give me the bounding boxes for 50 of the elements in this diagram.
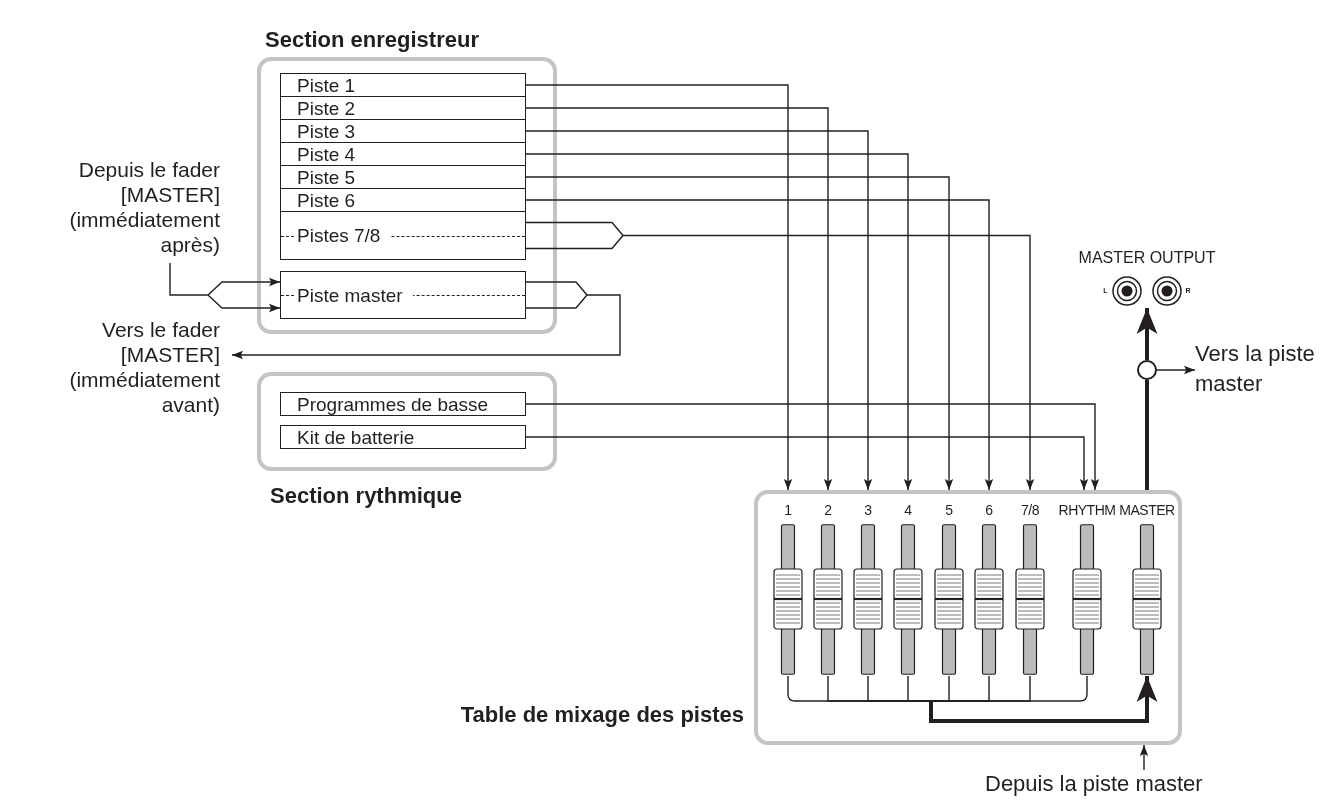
- track-label: Piste 2: [297, 97, 356, 119]
- channel-label: 5: [945, 501, 953, 519]
- track-box: [280, 142, 526, 166]
- arrow: [1156, 365, 1196, 375]
- arrow: [525, 436, 1089, 491]
- track-label: Piste 6: [297, 189, 356, 211]
- arrow: [525, 403, 1100, 491]
- track-box: [280, 96, 526, 120]
- signal-line: [907, 675, 932, 702]
- track-box: [280, 73, 526, 97]
- track-label: Kit de batterie: [297, 426, 415, 448]
- section-heading: Section enregistreur: [265, 27, 479, 53]
- signal-line: [1145, 380, 1149, 490]
- channel-label: 2: [824, 501, 832, 519]
- annotation-text: Vers le fader [MASTER] (immédiatement avant): [40, 317, 232, 417]
- arrow: [525, 153, 913, 491]
- track-box: [280, 211, 526, 260]
- channel-label: MASTER: [1119, 501, 1175, 519]
- output-label: MASTER OUTPUT: [1078, 248, 1216, 268]
- annotation-text: Depuis le fader [MASTER] (immédiatement après): [40, 157, 220, 263]
- arrow: [525, 107, 833, 491]
- track-label: Piste 5: [297, 166, 356, 188]
- channel-label: 6: [985, 501, 993, 519]
- channel-label: RHYTHM: [1058, 501, 1116, 519]
- track-box: [280, 165, 526, 189]
- signal-line: [930, 675, 1088, 702]
- annotation-text: Vers la piste master: [1195, 339, 1341, 399]
- arrow: [929, 676, 1158, 723]
- arrow: [1139, 744, 1149, 771]
- track-box: [280, 425, 526, 449]
- channel-label: 3: [864, 501, 872, 519]
- arrow: [169, 262, 281, 313]
- track-box: [280, 271, 526, 319]
- channel-label: 1: [784, 501, 792, 519]
- annotation-text: Depuis la piste master: [985, 770, 1235, 798]
- track-label: Programmes de basse: [297, 393, 489, 415]
- arrow: [231, 281, 621, 360]
- track-label: Piste 3: [297, 120, 356, 142]
- track-box: [280, 392, 526, 416]
- channel-label: 7/8: [1021, 501, 1039, 519]
- section-heading: Table de mixage des pistes: [460, 702, 744, 728]
- arrow: [525, 130, 873, 491]
- track-label: Piste 1: [297, 74, 356, 96]
- channel-label: 4: [904, 501, 912, 519]
- arrow: [525, 84, 793, 491]
- arrow: [1136, 308, 1158, 360]
- section-heading: Section rythmique: [270, 483, 462, 509]
- track-label: Piste 4: [297, 143, 356, 165]
- track-box: [280, 188, 526, 212]
- track-box: [280, 119, 526, 143]
